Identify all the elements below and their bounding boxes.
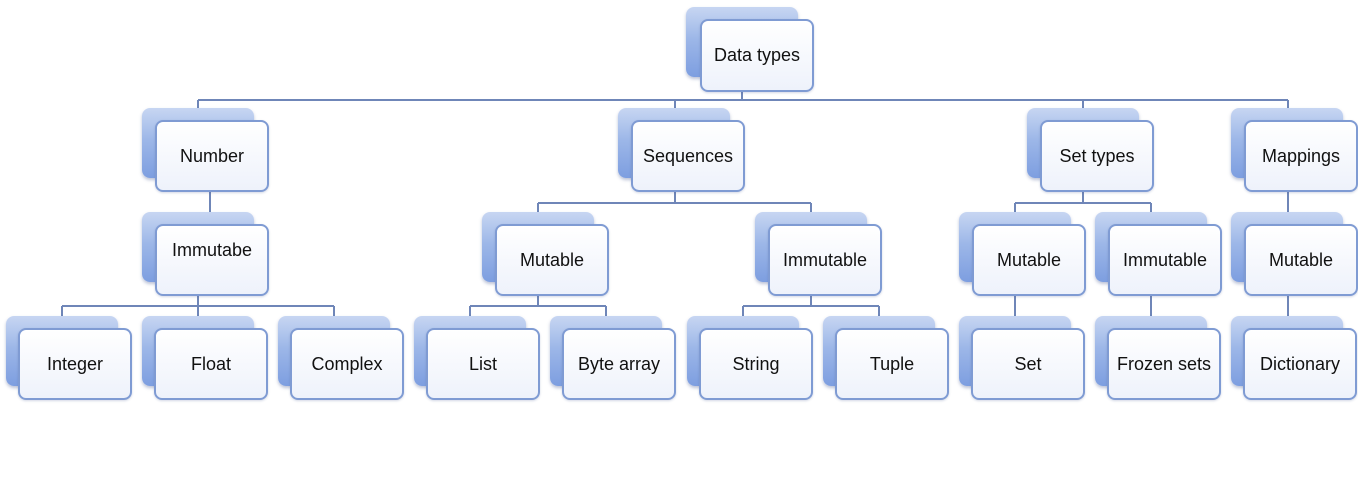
node-label: Dictionary [1243,328,1357,400]
node-label: Mutable [972,224,1086,296]
node-label: Mutable [495,224,609,296]
node-number-immutabe: Immutabe [142,212,269,296]
connector-sequences [537,190,812,224]
node-dictionary: Dictionary [1231,316,1357,400]
node-mappings: Mappings [1231,108,1358,192]
node-complex: Complex [278,316,404,400]
node-label: Immutable [768,224,882,296]
node-label: Float [154,328,268,400]
node-set-mutable: Mutable [959,212,1086,296]
node-sequences-immutable: Immutable [755,212,882,296]
connector-seq-immutable [742,294,880,328]
node-label: Mappings [1244,120,1358,192]
node-label: Complex [290,328,404,400]
node-label: Tuple [835,328,949,400]
node-set: Set [959,316,1085,400]
node-sequences-mutable: Mutable [482,212,609,296]
node-label: Data types [700,19,814,92]
node-label: String [699,328,813,400]
node-label: Immutable [1108,224,1222,296]
node-label: Byte array [562,328,676,400]
node-label: Number [155,120,269,192]
node-label: Set types [1040,120,1154,192]
node-tuple: Tuple [823,316,949,400]
node-frozen-sets: Frozen sets [1095,316,1221,400]
node-label: Immutabe [155,224,269,296]
node-byte-array: Byte array [550,316,676,400]
node-label: Integer [18,328,132,400]
node-sequences: Sequences [618,108,745,192]
node-float: Float [142,316,268,400]
node-label: List [426,328,540,400]
connector-seq-mutable [469,294,607,328]
node-string: String [687,316,813,400]
node-set-types: Set types [1027,108,1154,192]
node-mappings-mutable: Mutable [1231,212,1358,296]
node-integer: Integer [6,316,132,400]
node-number: Number [142,108,269,192]
node-label: Sequences [631,120,745,192]
node-label: Mutable [1244,224,1358,296]
node-label: Set [971,328,1085,400]
connector-set-types [1014,190,1152,224]
node-set-immutable: Immutable [1095,212,1222,296]
node-list: List [414,316,540,400]
node-data-types: Data types [686,7,814,92]
node-label: Frozen sets [1107,328,1221,400]
